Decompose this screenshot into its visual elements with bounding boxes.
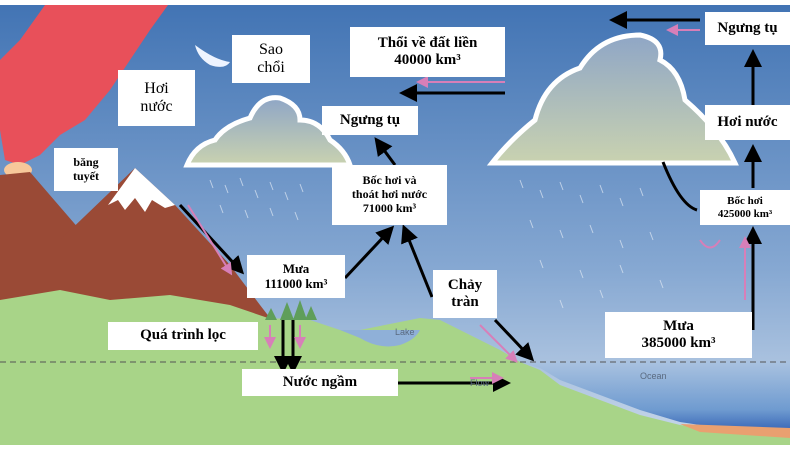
label-boc-hoi-ocean: Bốc hơi 425000 km³ <box>700 190 790 225</box>
label-line: băng <box>73 154 99 169</box>
label-ngung-tu-left: Ngưng tụ <box>322 106 418 135</box>
label-line: 425000 km³ <box>717 207 773 220</box>
label-hoi-nuoc-right: Hơi nước <box>705 105 790 140</box>
label-line: thoát hơi nước <box>351 187 428 202</box>
label-line: Mưa <box>663 317 694 334</box>
flow-arrows <box>178 11 762 392</box>
ocean <box>520 362 790 430</box>
label-chay-tran: Chảy tràn <box>433 270 497 318</box>
label-line: 40000 km³ <box>394 52 461 68</box>
label-bang-tuyet: băng tuyết <box>54 148 118 191</box>
lake-label: Lake <box>395 327 415 337</box>
label-line: Nước ngầm <box>282 373 358 390</box>
label-line: 71000 km³ <box>362 200 417 215</box>
label-thoi-ve-dat-lien: Thổi về đất liền 40000 km³ <box>350 27 505 77</box>
label-mua-ocean: Mưa 385000 km³ <box>605 312 752 358</box>
label-line: nước <box>140 98 173 115</box>
label-line: Mưa <box>282 260 310 276</box>
cloud-left <box>183 95 354 168</box>
label-line: Hơi <box>144 79 169 97</box>
label-sao-choi: Sao chổi <box>232 35 310 83</box>
label-nuoc-ngam: Nước ngầm <box>242 369 398 396</box>
trees <box>265 300 317 320</box>
snowy-mountain <box>0 168 270 318</box>
label-line: Hơi nước <box>717 113 778 130</box>
label-line: chổi <box>257 59 285 76</box>
label-mua-land: Mưa 111000 km³ <box>247 255 345 298</box>
label-hoi-nuoc-left: Hơi nước <box>118 70 195 126</box>
label-line: Ngưng tụ <box>717 19 778 36</box>
label-line: Thổi về đất liền <box>377 34 478 51</box>
snow-cap <box>108 168 175 212</box>
label-line: Chảy <box>447 276 483 293</box>
cloud-right <box>486 32 739 166</box>
lake <box>340 330 420 347</box>
label-line: Ngưng tụ <box>339 111 401 128</box>
label-line: 385000 km³ <box>641 335 716 351</box>
label-line: tràn <box>451 294 479 310</box>
pink-arrows <box>187 24 751 384</box>
volcano-plume <box>0 5 168 165</box>
sea-floor <box>680 424 790 438</box>
label-qua-trinh-loc: Quá trình lọc <box>108 322 258 350</box>
label-line: 111000 km³ <box>264 275 328 291</box>
comet <box>195 45 230 67</box>
label-line: Quá trình lọc <box>140 327 226 344</box>
label-line: Bốc hơi <box>727 194 763 207</box>
label-line: tuyết <box>73 168 99 183</box>
label-ngung-tu-right: Ngưng tụ <box>705 12 790 45</box>
label-line: Sao <box>259 40 283 58</box>
flow-label: Flow <box>470 378 490 388</box>
right-border <box>790 0 800 450</box>
ocean-label: Ocean <box>640 371 667 381</box>
rain <box>209 177 664 309</box>
label-boc-hoi-thoat-hoi: Bốc hơi và thoát hơi nước 71000 km³ <box>332 165 447 225</box>
label-line: Bốc hơi và <box>362 173 417 188</box>
